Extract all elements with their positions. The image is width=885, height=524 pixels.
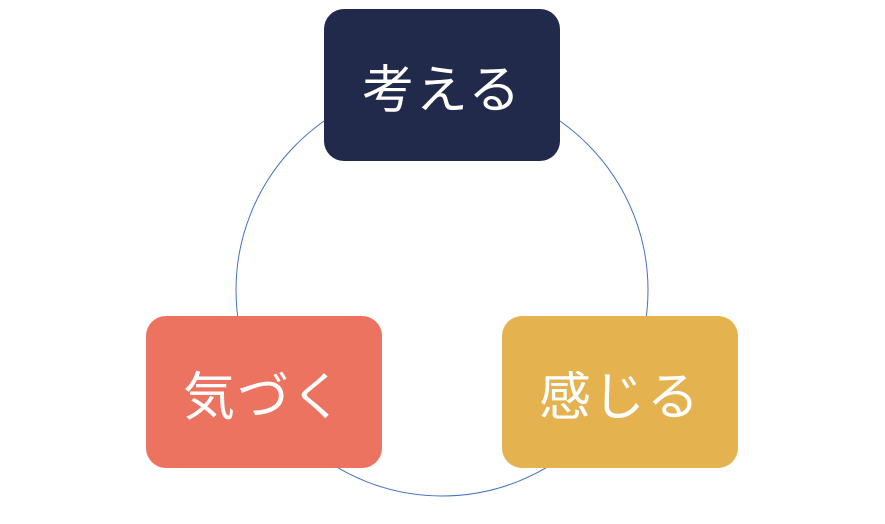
node-notice-label: 気づく: [182, 367, 345, 428]
node-feel: 感じる: [502, 316, 738, 468]
node-feel-label: 感じる: [538, 367, 701, 428]
node-think: 考える: [324, 9, 560, 161]
node-think-label: 考える: [361, 60, 523, 121]
node-notice: 気づく: [146, 316, 382, 468]
